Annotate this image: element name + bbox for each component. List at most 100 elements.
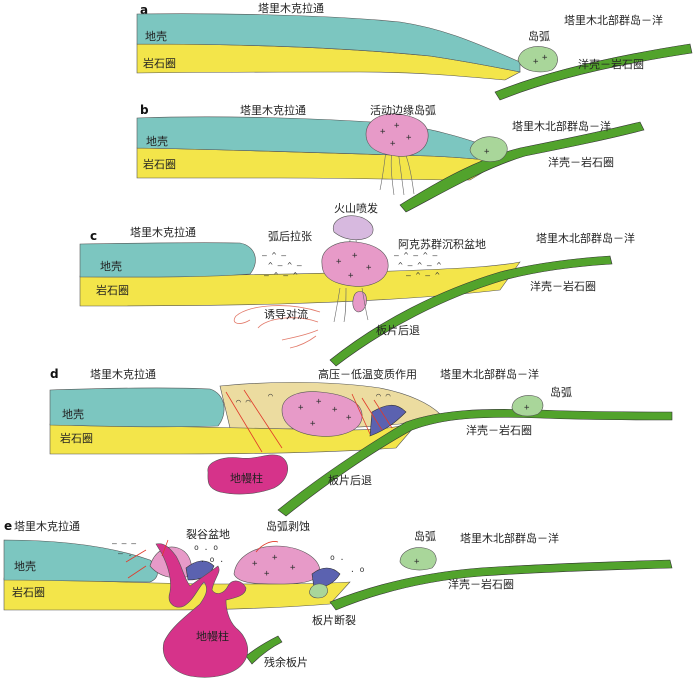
panel-d-lithosphere [49, 419, 421, 455]
panel-c-crust-label: 地壳 [100, 259, 122, 273]
panel-c-tarim-label: 塔里木克拉通 [130, 225, 196, 239]
svg-text:o . o: o . o [194, 543, 218, 552]
svg-text:^ — ^ —: ^ — ^ — [268, 261, 302, 270]
svg-text:+: + [316, 397, 322, 407]
panel-d-lithosphere-label: 岩石圈 [60, 431, 93, 445]
svg-text:+: + [348, 271, 354, 281]
svg-text:+: + [290, 563, 296, 573]
svg-text:+: + [366, 263, 372, 273]
panel-c-oceanic-slab [329, 255, 613, 367]
panel-e-oceanic-slab [329, 559, 673, 611]
svg-text:. o: . o [350, 565, 365, 574]
panel-a-crust-label: 地壳 [145, 29, 167, 43]
svg-text:+: + [406, 133, 412, 143]
svg-text:. o .: . o . [200, 555, 224, 564]
panel-e-ocean-title: 塔里木北部群岛－洋 [460, 531, 559, 545]
svg-text:+: + [310, 419, 316, 429]
panel-a-oceanic-slab [494, 43, 693, 101]
panel-d-tarim-label: 塔里木克拉通 [90, 367, 156, 381]
panel-c-ocean-lith-label: 洋壳－岩石圈 [530, 279, 596, 293]
panel-e-remnant-slab [245, 635, 283, 665]
panel-e-letter: e [4, 519, 12, 533]
panel-e: e + + + + + — — — — . o . o . o . o . . [3, 519, 673, 678]
svg-text:⌒: ⌒ [268, 391, 273, 400]
panel-e-lithosphere-label: 岩石圈 [12, 585, 45, 599]
panel-c: c + + + + — ^ — ^ — ^ — — ^ — ^ — ^ — ^ … [79, 201, 635, 367]
panel-c-letter: c [90, 229, 97, 243]
panel-d-metamorphism-label: 高压－低温变质作用 [318, 367, 417, 381]
svg-text:⌒ ⌒: ⌒ ⌒ [236, 397, 251, 406]
svg-text:+: + [252, 559, 258, 569]
panel-c-lithosphere [79, 261, 521, 307]
panel-d-crust-label: 地壳 [62, 407, 84, 421]
svg-text:— ^ — ^ —: — ^ — ^ — [394, 251, 438, 260]
panel-e-tarim-label: 塔里木克拉通 [14, 519, 80, 533]
panel-a-ocean-title: 塔里木北部群岛－洋 [564, 13, 663, 27]
panel-e-arc-erosion-label: 岛弧剥蚀 [266, 519, 310, 533]
panel-e-sediment-symbols: — — — — . o . o . o . o . . o [112, 539, 365, 574]
svg-text:— ^ — ^: — ^ — ^ [406, 271, 440, 280]
panel-e-island-arc [399, 547, 437, 571]
panel-a-lithosphere-label: 岩石圈 [143, 56, 176, 70]
panel-b-crust-label: 地壳 [146, 134, 168, 148]
panel-a-tarim-label: 塔里木克拉通 [258, 1, 324, 15]
panel-d-plume-label: 地幔柱 [230, 471, 263, 485]
panel-c-sediment-symbols: — ^ — ^ — ^ — — ^ — ^ — ^ — ^ — ^ — ^ — … [262, 251, 442, 280]
panel-e-ocean-lith-label: 洋壳－岩石圈 [448, 577, 514, 591]
panel-b-tarim-label: 塔里木克拉通 [240, 103, 306, 117]
panel-c-convection-label: 诱导对流 [264, 307, 308, 321]
svg-text:+: + [272, 553, 278, 563]
svg-text:+: + [298, 403, 304, 413]
svg-text:+: + [332, 405, 338, 415]
panel-e-rift-basin-label: 裂谷盆地 [186, 527, 230, 541]
panel-d-hp-pluton [281, 391, 363, 437]
panel-d-island-arc [511, 395, 544, 417]
svg-text:+: + [414, 557, 420, 567]
panel-c-arc-pluton [321, 241, 389, 287]
panel-c-crust [79, 242, 256, 278]
panel-e-small-arc [309, 583, 328, 599]
panel-a-island-arc [517, 46, 558, 73]
panel-c-rollback-label: 板片后退 [376, 323, 420, 337]
panel-b-ocean-title: 塔里木北部群岛－洋 [512, 119, 611, 133]
panel-e-arc-eroding [233, 545, 321, 585]
panel-c-ocean-title: 塔里木北部群岛－洋 [536, 231, 635, 245]
panel-e-crust [3, 539, 158, 583]
panel-d-arc-label: 岛弧 [550, 385, 572, 399]
panel-d-ocean-lith-label: 洋壳－岩石圈 [466, 423, 532, 437]
svg-text:+: + [542, 53, 548, 63]
panel-b-letter: b [140, 103, 149, 117]
svg-text:— ^ — ^: — ^ — ^ [264, 271, 298, 280]
svg-text:+: + [336, 257, 342, 267]
panel-d-blue-wedge [369, 404, 407, 437]
panel-e-remnant-slab-label: 残余板片 [264, 655, 308, 669]
svg-text:⌒ ⌒: ⌒ ⌒ [376, 391, 391, 400]
svg-text:+: + [533, 57, 539, 67]
panel-c-magma-blob [352, 291, 367, 313]
svg-text:+: + [346, 413, 352, 423]
panel-b-arc-pluton [365, 113, 429, 157]
svg-text:+: + [264, 569, 270, 579]
svg-text:o .: o . [330, 553, 344, 562]
svg-text:+: + [484, 147, 490, 157]
svg-text:+: + [390, 139, 396, 149]
panel-e-crust-label: 地壳 [14, 559, 36, 573]
panel-a-crust [136, 13, 521, 73]
panel-c-volcano [332, 215, 374, 241]
svg-text:+: + [524, 403, 530, 413]
svg-text:— ^ —: — ^ — [262, 251, 286, 260]
panel-c-basin-label: 阿克苏群沉积盆地 [398, 237, 486, 251]
panel-e-plume-label: 地幔柱 [196, 629, 229, 643]
panel-d-crust [49, 387, 225, 428]
panel-e-red-arrows [125, 539, 279, 579]
panel-d: d + + + + + ⌒ ⌒ ⌒ ⌒ ⌒ + 塔里木克拉通 高压－低温变质作用… [49, 367, 673, 517]
panel-c-convection-arrows [233, 305, 321, 349]
panel-c-backarc-label: 弧后拉张 [268, 229, 312, 243]
panel-e-blue-wedge-left [185, 560, 215, 581]
svg-text:+: + [352, 251, 358, 261]
svg-text:— — —: — — — [112, 539, 136, 548]
panel-b-lithosphere-label: 岩石圈 [143, 157, 176, 171]
panel-b-active-margin-label: 活动边缘岛弧 [370, 103, 436, 117]
panel-b: b + + + + + 塔里木克拉通 活动边缘岛弧 地壳 岩石圈 塔里木北部群岛… [136, 103, 645, 213]
panel-a-arc-label: 岛弧 [528, 29, 550, 43]
